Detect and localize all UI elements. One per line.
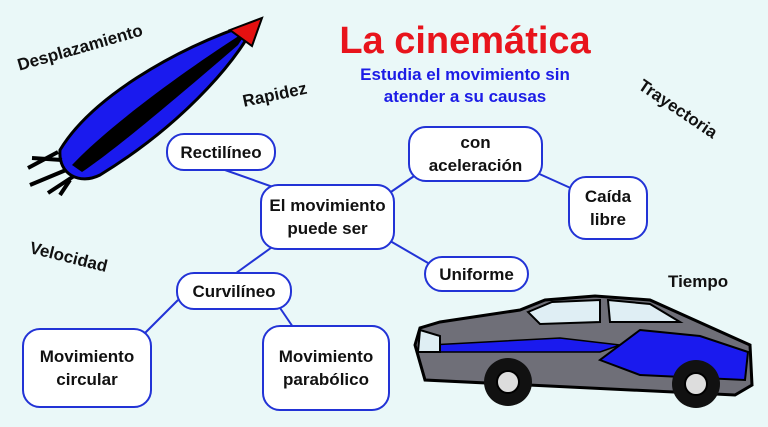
node-mov-circular-line-1: Movimiento: [39, 347, 135, 366]
node-center-line-2: puede ser: [287, 219, 368, 238]
node-movimiento-circular: Movimiento circular: [22, 328, 152, 408]
node-caida-libre-line-1: Caída: [584, 187, 632, 206]
node-curvilineo-label: Curvilíneo: [192, 281, 276, 301]
node-uniforme: Uniforme: [424, 256, 529, 292]
diagram-title: La cinemática: [339, 20, 591, 62]
node-con-aceleracion: con aceleración: [408, 126, 543, 182]
node-center: El movimiento puede ser: [260, 184, 395, 250]
node-movimiento-parabolico: Movimiento parabólico: [262, 325, 390, 411]
term-tiempo: Tiempo: [668, 272, 729, 291]
node-caida-libre: Caída libre: [568, 176, 648, 240]
diagram-subtitle: Estudia el movimiento sin atender a su c…: [320, 64, 610, 108]
node-curvilineo: Curvilíneo: [176, 272, 292, 310]
node-caida-libre-line-2: libre: [590, 210, 626, 229]
node-con-aceleracion-line-2: aceleración: [428, 156, 523, 175]
rocket-illustration: [27, 16, 264, 197]
car-illustration: [413, 294, 754, 408]
subtitle-line-1: Estudia el movimiento sin: [360, 65, 570, 84]
subtitle-line-2: atender a su causas: [383, 87, 547, 106]
node-mov-circular-line-2: circular: [56, 370, 118, 389]
node-uniforme-label: Uniforme: [439, 264, 514, 284]
node-rectilineo: Rectilíneo: [166, 133, 276, 171]
node-mov-parabolico-line-2: parabólico: [283, 370, 369, 389]
node-center-line-1: El movimiento: [269, 196, 386, 215]
node-con-aceleracion-line-1: con: [460, 133, 491, 152]
node-mov-parabolico-line-1: Movimiento: [278, 347, 374, 366]
node-rectilineo-label: Rectilíneo: [180, 142, 262, 162]
